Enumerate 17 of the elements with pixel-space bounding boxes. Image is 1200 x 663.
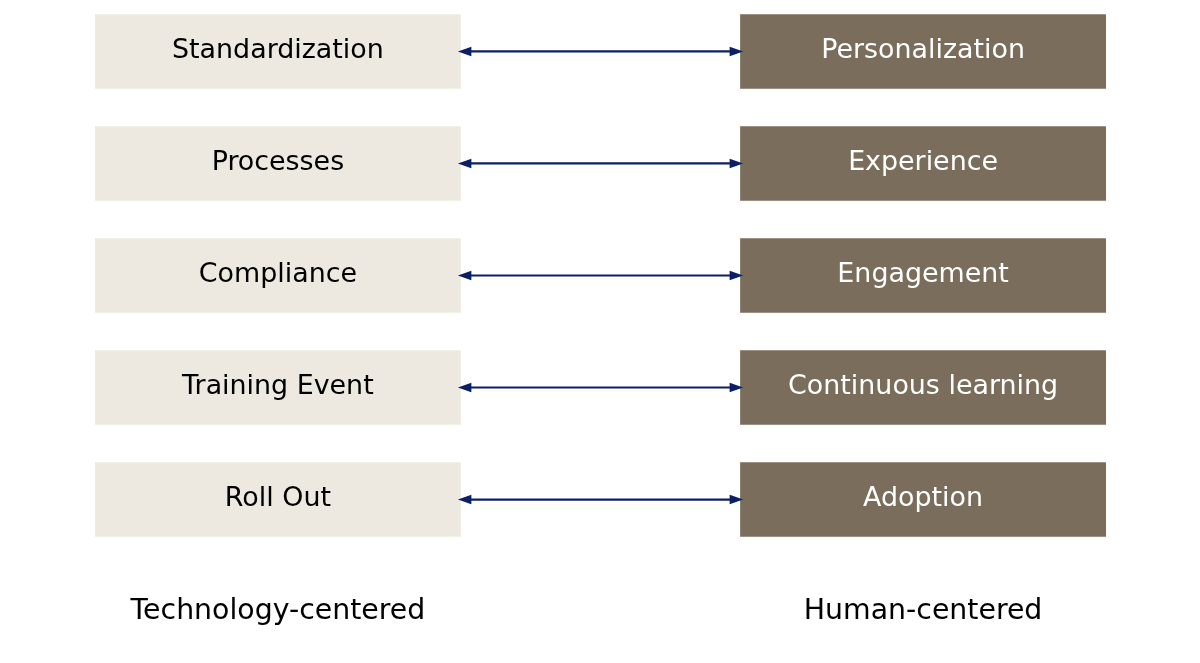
node-box: Training Event <box>94 350 461 425</box>
node-box: Personalization <box>739 14 1106 89</box>
label: Technology-centered <box>130 592 425 626</box>
label: Human-centered <box>803 592 1042 626</box>
node-box: Continuous learning <box>739 350 1106 425</box>
node-box: Standardization <box>94 14 461 89</box>
arrow <box>457 382 743 393</box>
node-box: Compliance <box>94 238 461 313</box>
node-box: Roll Out <box>94 462 461 537</box>
arrow <box>457 494 743 505</box>
node-box: Processes <box>94 126 461 201</box>
arrow <box>457 158 743 169</box>
node-box: Adoption <box>739 462 1106 537</box>
node-box: Experience <box>739 126 1106 201</box>
arrow <box>457 270 743 281</box>
node-box: Engagement <box>739 238 1106 313</box>
arrow <box>457 46 743 57</box>
